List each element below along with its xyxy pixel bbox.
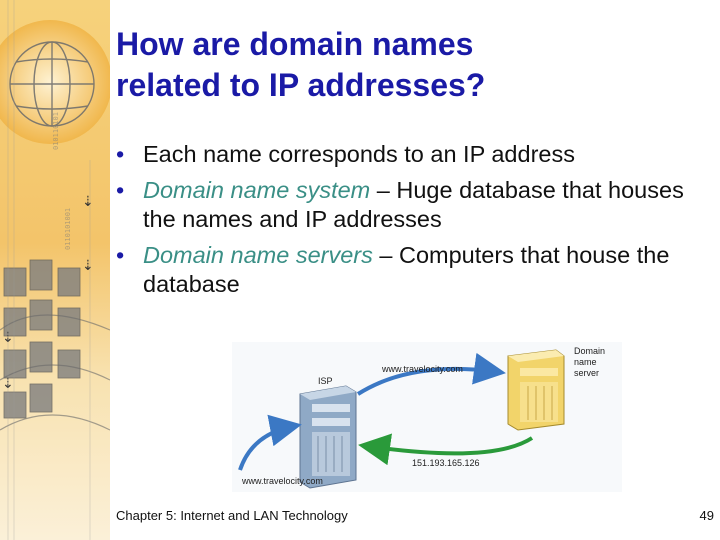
window-squares: [3, 259, 81, 419]
dns-label-line-1: Domain: [574, 346, 605, 356]
globe-icon: [9, 41, 95, 127]
page-number: 49: [699, 508, 714, 523]
bullet-item: • Domain name system – Huge database tha…: [116, 176, 696, 234]
svg-text:⇣: ⇣: [82, 194, 94, 210]
decorative-globe-strip: 010110101 0110101001 ⇣ ⇣ ⇣ ⇣: [0, 0, 110, 540]
dns-label-line-2: name: [574, 357, 597, 367]
bullet-dot: •: [116, 242, 125, 268]
dns-diagram: ISP Domain name server www.travelocity.c…: [232, 342, 622, 492]
bullet-dot: •: [116, 177, 125, 203]
svg-text:⇣: ⇣: [82, 258, 94, 274]
ip-address-label: 151.193.165.126: [412, 458, 480, 468]
bullet-list: • Each name corresponds to an IP address…: [116, 140, 696, 306]
response-arrow-to-isp: [358, 433, 534, 466]
request-arrow-to-dns: [356, 352, 506, 396]
slide-footer: Chapter 5: Internet and LAN Technology: [116, 508, 348, 523]
dns-server-icon: [507, 349, 565, 431]
bullet-item: • Domain name servers – Computers that h…: [116, 241, 696, 299]
slide-title: How are domain names related to IP addre…: [116, 24, 696, 106]
bullet-text: – Huge database that houses the names an…: [143, 177, 684, 232]
url-top-label: www.travelocity.com: [381, 364, 463, 374]
bullet-text: Each name corresponds to an IP address: [143, 141, 575, 167]
request-arrow-to-isp: [238, 414, 302, 471]
bullet-term: Domain name system: [143, 177, 371, 203]
bullet-text: – Computers that house the database: [143, 242, 670, 297]
svg-text:0110101001: 0110101001: [64, 208, 72, 250]
title-line-1: How are domain names: [116, 26, 474, 62]
dns-server-label: Domain name server: [574, 346, 608, 378]
bullet-dot: •: [116, 141, 125, 167]
url-bottom-label: www.travelocity.com: [241, 476, 323, 486]
dns-label-line-3: server: [574, 368, 599, 378]
bullet-term: Domain name servers: [143, 242, 373, 268]
bullet-item: • Each name corresponds to an IP address: [116, 140, 696, 169]
svg-text:010110101: 010110101: [52, 112, 60, 150]
isp-server-icon: [299, 385, 357, 489]
isp-label: ISP: [318, 376, 333, 386]
title-line-2: related to IP addresses?: [116, 67, 486, 103]
